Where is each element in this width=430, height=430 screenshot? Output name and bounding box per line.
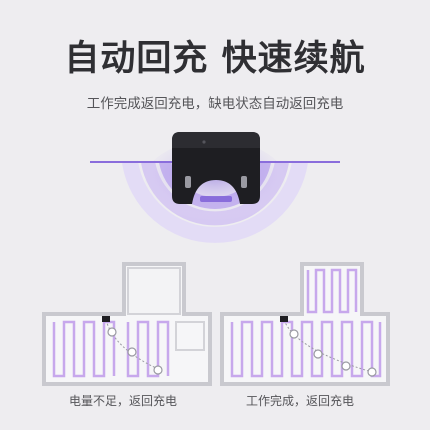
return-path [105,319,157,369]
caption-low-battery: 电量不足，返回充电 [68,394,177,408]
cleaning-path [306,268,358,314]
caption-work-complete: 工作完成，返回充电 [245,394,354,408]
robot-vacuum-icon [153,365,163,375]
cleaning-path-partial [126,320,170,378]
robot-vacuum-icon [367,367,377,377]
floorplan-work-complete [220,262,390,386]
page-title: 自动回充 快速续航 [64,39,366,79]
charging-dock-icon [280,316,288,322]
robot-vacuum-icon [127,347,137,357]
return-path [283,319,373,373]
floorplan-low-battery [42,262,212,386]
charging-dock-icon [172,132,260,204]
robot-vacuum-icon [313,349,323,359]
cleaning-path [52,320,116,378]
floorplans [42,262,390,386]
robot-vacuum-icon [341,361,351,371]
robot-vacuum-icon [289,329,299,339]
charging-dock-illustration [90,132,340,243]
page-subtitle: 工作完成返回充电，缺电状态自动返回充电 [86,96,344,112]
charging-dock-icon [102,316,110,322]
cleaning-path-full [230,320,382,378]
robot-vacuum-icon [107,327,117,337]
